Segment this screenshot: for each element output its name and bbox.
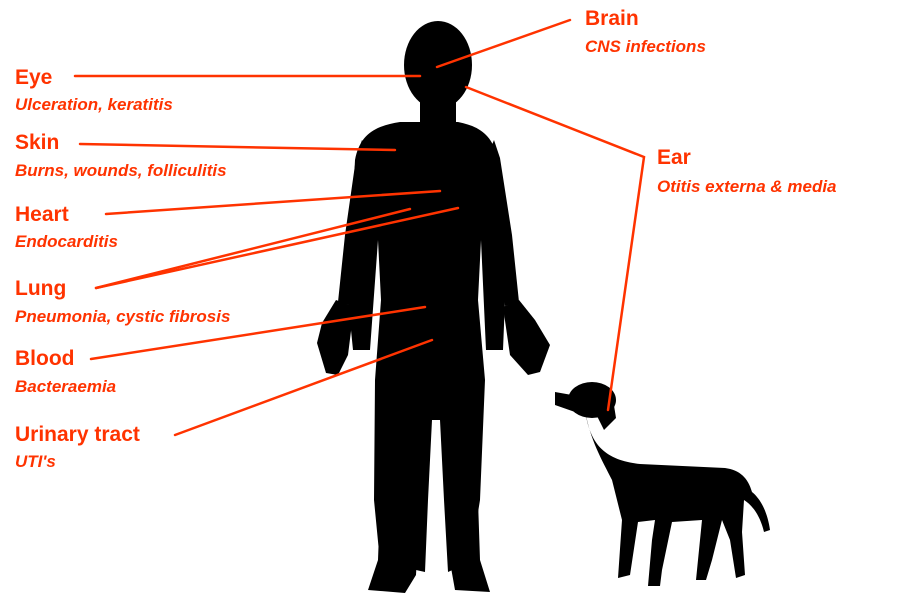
organ-label-skin: Skin [15,132,59,153]
disease-label-blood: Bacteraemia [15,378,116,395]
human-right-hand [503,300,550,375]
human-left-hand [317,300,354,375]
organ-label-ear: Ear [657,147,691,168]
disease-label-brain: CNS infections [585,38,706,55]
dog-body [585,410,770,586]
organ-label-heart: Heart [15,204,69,225]
organ-label-lung: Lung [15,278,66,299]
disease-label-skin: Burns, wounds, folliculitis [15,162,227,179]
disease-label-ear: Otitis externa & media [657,178,837,195]
organ-label-urinary: Urinary tract [15,424,140,445]
dog-snout [555,392,575,412]
organ-label-blood: Blood [15,348,74,369]
leader-line-skin [80,144,395,150]
disease-label-urinary: UTI's [15,453,56,470]
human-torso [348,122,505,572]
organ-label-eye: Eye [15,67,52,88]
dog-silhouette [555,382,770,586]
disease-label-lung: Pneumonia, cystic fibrosis [15,308,230,325]
human-head [404,21,472,109]
human-right-leg [448,480,490,592]
disease-label-eye: Ulceration, keratitis [15,96,173,113]
organ-label-brain: Brain [585,8,639,29]
disease-label-heart: Endocarditis [15,233,118,250]
